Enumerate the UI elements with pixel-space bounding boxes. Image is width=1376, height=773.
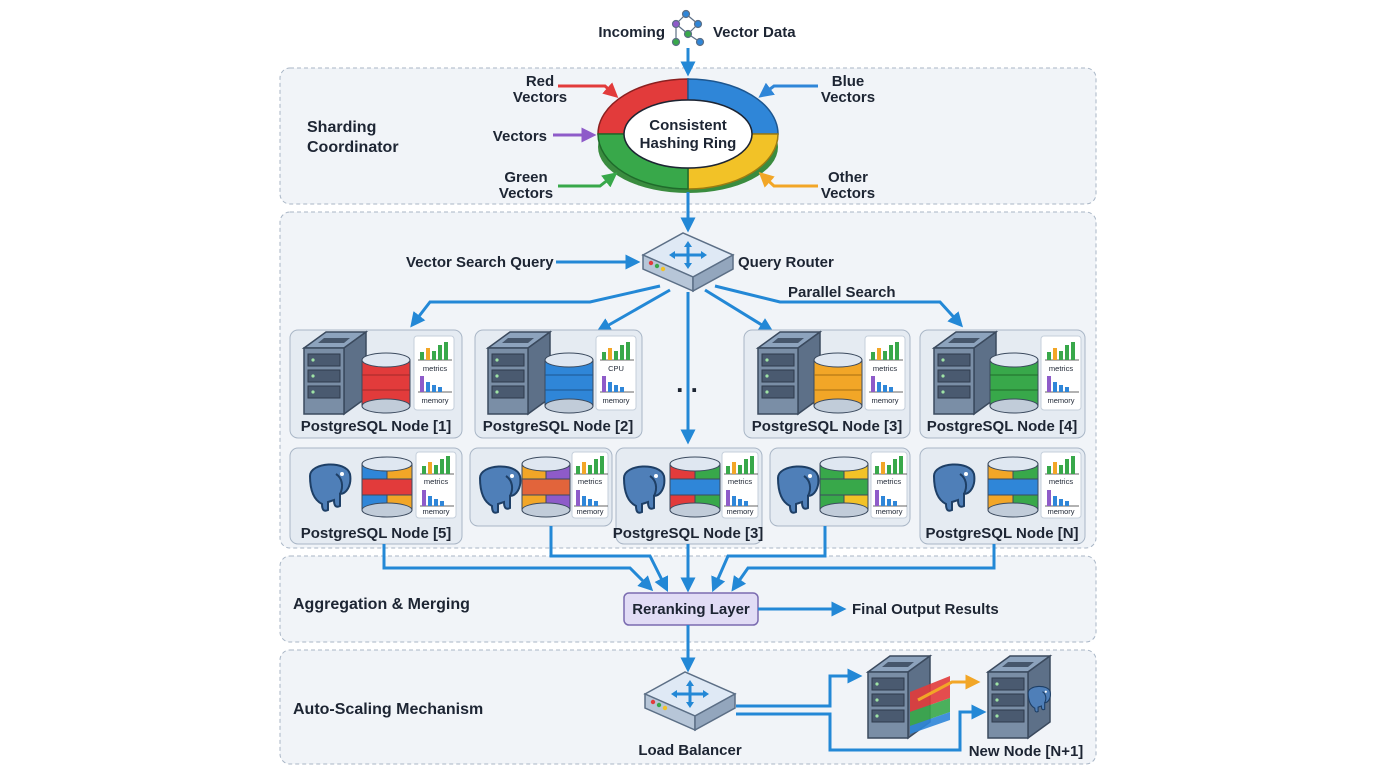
sharding-title-1: Sharding — [307, 119, 376, 136]
red-vectors-2: Vectors — [513, 89, 567, 106]
green-arrow — [558, 172, 618, 188]
new-node-icon — [987, 655, 1051, 739]
vector-data-label: Vector Data — [713, 24, 796, 41]
ring-label-1: Consistent — [649, 117, 727, 134]
red-arrow — [558, 82, 619, 99]
node4-metric-bottom: memory — [1047, 396, 1074, 405]
noden-merge-arrow — [731, 544, 996, 592]
lb-to-new-node-arrow — [736, 704, 987, 752]
query-router-label: Query Router — [738, 254, 834, 271]
node5-merge-arrow — [382, 544, 654, 592]
ellipsis: . . — [676, 368, 698, 398]
node6-merge-arrow — [549, 526, 669, 593]
db-cylinder-blue-icon — [544, 352, 594, 414]
node8-merge-arrow — [711, 526, 827, 593]
green-vectors-2: Vectors — [499, 185, 553, 202]
node7-metric-top: metrics — [728, 477, 752, 486]
node-card-8[interactable]: metrics memory — [769, 447, 911, 527]
hashing-ring — [597, 78, 779, 193]
node-card-4[interactable]: metrics memory PostgreSQL Node [4] — [919, 329, 1086, 439]
node-card-3[interactable]: metrics memory PostgreSQL Node [3] — [743, 329, 911, 439]
noden-metric-top: metrics — [1049, 477, 1073, 486]
node-card-n[interactable]: metrics memory PostgreSQL Node [N] — [919, 447, 1086, 545]
node8-metric-bottom: memory — [875, 507, 902, 516]
other-vectors-2: Vectors — [821, 185, 875, 202]
node6-metric-top: metrics — [578, 477, 602, 486]
node-card-2[interactable]: CPU memory PostgreSQL Node [2] — [474, 329, 643, 439]
node4-label: PostgreSQL Node [4] — [927, 418, 1078, 435]
db-cylinder-green-icon — [989, 352, 1039, 414]
other-arrow — [758, 171, 818, 188]
sharding-title-2: Coordinator — [307, 139, 399, 156]
new-node-label: New Node [N+1] — [969, 743, 1084, 760]
db-cylinder-multicolor-icon — [361, 456, 413, 518]
node7-metric-bottom: memory — [726, 507, 753, 516]
node5-metric-bottom: memory — [422, 507, 449, 516]
other-vectors-1: Other — [828, 169, 868, 186]
purple-vectors: Vectors — [493, 128, 547, 145]
db-cylinder-multicolor-icon — [521, 456, 571, 518]
blue-vectors-2: Vectors — [821, 89, 875, 106]
router-to-node3-arrow — [704, 288, 774, 333]
db-cylinder-multicolor-icon — [819, 456, 869, 518]
node2-metric-bottom: memory — [602, 396, 629, 405]
node8-metric-top: metrics — [877, 477, 901, 486]
load-balancer-label: Load Balancer — [638, 742, 742, 759]
incoming-label: Incoming — [598, 24, 665, 41]
final-output-label: Final Output Results — [852, 601, 999, 618]
node1-metric-top: metrics — [423, 364, 447, 373]
parallel-search-label: Parallel Search — [788, 284, 896, 301]
node2-metric-top: CPU — [608, 364, 624, 373]
reranking-layer-label: Reranking Layer — [632, 601, 750, 618]
router-to-node1-arrow — [410, 284, 661, 328]
node7-label: PostgreSQL Node [3] — [613, 525, 764, 542]
lb-to-server-arrow — [736, 668, 863, 708]
node6-metric-bottom: memory — [576, 507, 603, 516]
vector-search-query-label: Vector Search Query — [406, 254, 554, 271]
noden-label: PostgreSQL Node [N] — [925, 525, 1078, 542]
db-cylinder-multicolor-icon — [669, 456, 721, 518]
node5-metric-top: metrics — [424, 477, 448, 486]
green-vectors-1: Green — [504, 169, 547, 186]
aggregation-title: Aggregation & Merging — [293, 596, 470, 613]
node3-label: PostgreSQL Node [3] — [752, 418, 903, 435]
node-card-5[interactable]: metrics memory PostgreSQL Node [5] — [289, 447, 463, 545]
node5-label: PostgreSQL Node [5] — [301, 525, 452, 542]
node3-metric-bottom: memory — [871, 396, 898, 405]
shard-migration-arrow — [917, 674, 981, 702]
autoscale-title: Auto-Scaling Mechanism — [293, 701, 483, 718]
node-card-1[interactable]: metrics memory PostgreSQL Node [1] — [289, 329, 463, 439]
red-vectors-1: Red — [526, 73, 554, 90]
network-graph-icon — [671, 9, 705, 47]
router-to-node4-arrow — [714, 284, 964, 328]
node-card-7[interactable]: metrics memory PostgreSQL Node [3] — [613, 447, 764, 545]
node1-label: PostgreSQL Node [1] — [301, 418, 452, 435]
node-card-6[interactable]: metrics memory — [469, 447, 613, 527]
noden-metric-bottom: memory — [1047, 507, 1074, 516]
ring-label-2: Hashing Ring — [640, 135, 737, 152]
node4-metric-top: metrics — [1049, 364, 1073, 373]
node1-metric-bottom: memory — [421, 396, 448, 405]
db-cylinder-red-icon — [361, 352, 411, 414]
router-to-node2-arrow — [596, 288, 671, 333]
db-cylinder-orange-icon — [813, 352, 863, 414]
db-cylinder-multicolor-icon — [987, 456, 1039, 518]
blue-arrow — [758, 82, 818, 98]
blue-vectors-1: Blue — [832, 73, 865, 90]
node2-label: PostgreSQL Node [2] — [483, 418, 634, 435]
node3-metric-top: metrics — [873, 364, 897, 373]
